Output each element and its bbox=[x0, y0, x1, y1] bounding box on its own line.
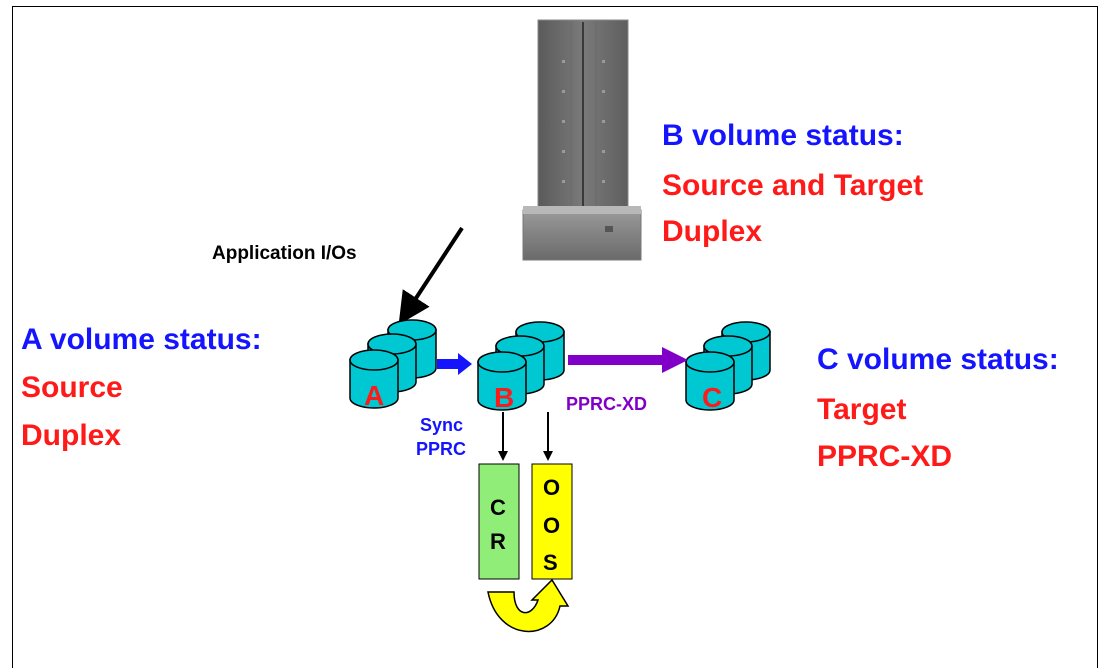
oos-letter-o2: O bbox=[543, 513, 561, 538]
sync-pprc-arrow bbox=[437, 353, 472, 375]
cr-letter-r: R bbox=[490, 529, 506, 554]
application-io-arrow bbox=[398, 226, 464, 325]
disk-stack-icon bbox=[349, 319, 437, 409]
sync-label-line2: PPRC bbox=[416, 439, 467, 459]
a-status-line1: Source bbox=[21, 371, 123, 404]
b-status-line2: Duplex bbox=[662, 215, 763, 248]
diagram-frame bbox=[12, 6, 1098, 668]
b-status-line1: Source and Target bbox=[662, 169, 924, 202]
volume-b-label: B bbox=[494, 382, 515, 413]
cr-bitmap-box bbox=[478, 463, 520, 580]
c-status-line1: Target bbox=[817, 393, 907, 426]
oos-letter-o1: O bbox=[543, 475, 561, 500]
sync-label-line1: Sync bbox=[420, 415, 464, 435]
b-status-title: B volume status: bbox=[662, 119, 904, 152]
cr-letter-c: C bbox=[490, 495, 506, 520]
oos-letter-s: S bbox=[543, 550, 558, 575]
disk-stack-icon bbox=[685, 321, 771, 411]
pprc-xd-label: PPRC-XD bbox=[566, 394, 648, 414]
application-ios-label: Application I/Os bbox=[212, 243, 357, 264]
u-turn-arrow-icon bbox=[487, 578, 570, 632]
a-status-line2: Duplex bbox=[21, 419, 122, 452]
disk-stack-icon bbox=[477, 321, 565, 411]
a-status-title: A volume status: bbox=[21, 323, 262, 356]
c-status-title: C volume status: bbox=[817, 343, 1059, 376]
c-status-line2: PPRC-XD bbox=[817, 440, 953, 473]
storage-server-icon bbox=[522, 19, 642, 261]
oos-bitmap-box bbox=[531, 463, 573, 580]
pprc-xd-arrow bbox=[568, 347, 688, 373]
volume-a-label: A bbox=[364, 380, 385, 411]
volume-c-label: C bbox=[702, 382, 723, 413]
